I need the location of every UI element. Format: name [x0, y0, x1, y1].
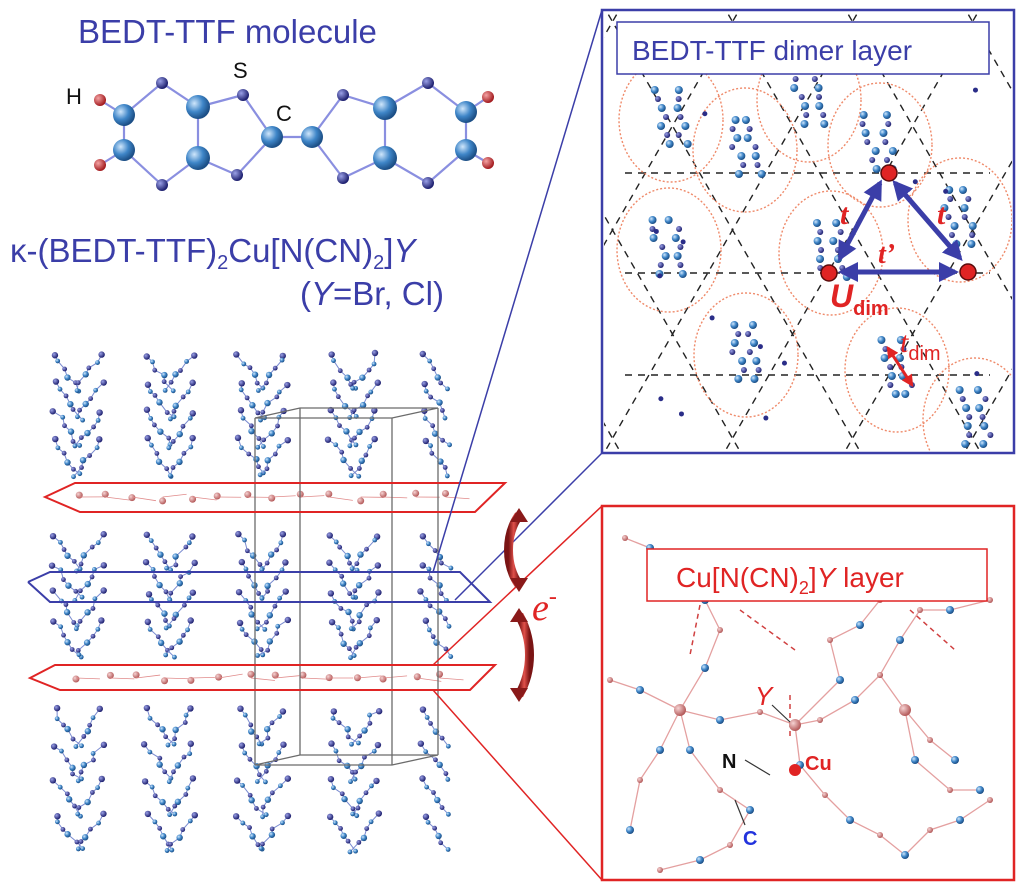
atom-label-h: H: [66, 84, 82, 109]
anion-panel-title: Cu[N(CN)2]Y layer: [676, 562, 904, 598]
compound-variants: (Y=Br, Cl): [300, 275, 444, 312]
leader-line-dimer-bottom: [454, 452, 603, 601]
label-cu: Cu: [805, 753, 832, 775]
anion-plane-lower: [27, 664, 498, 691]
electron-transfer-arrows: [504, 508, 534, 702]
compound-formula: κ-(BEDT-TTF)2Cu[N(CN)2]Y: [10, 232, 417, 274]
label-c: C: [743, 828, 757, 850]
electron-label: e-: [532, 584, 557, 629]
label-n: N: [722, 751, 736, 773]
cation-plane: [27, 571, 493, 603]
leader-line-anion-bottom: [432, 689, 603, 881]
label-t-left: t: [840, 198, 850, 231]
dimer-panel-title: BEDT-TTF dimer layer: [632, 35, 912, 66]
label-y: Y: [755, 681, 774, 711]
label-t-dim: tdim: [900, 326, 941, 365]
atom-label-s: S: [233, 58, 248, 83]
unit-cell: [254, 407, 439, 766]
anion-plane-upper: [42, 482, 508, 513]
bedt-ttf-molecule: [94, 77, 494, 191]
dimer-panel-title-box: [616, 21, 990, 75]
anion-panel-title-box: [646, 548, 988, 602]
label-t-prime: t’: [878, 239, 895, 270]
atom-label-c: C: [276, 101, 292, 126]
transfer-triangle: [820, 164, 977, 388]
molecule-title: BEDT-TTF molecule: [78, 13, 377, 50]
label-u-dim: Udim: [830, 278, 889, 320]
label-t-right: t: [937, 198, 947, 231]
dimer-layer-panel: [600, 8, 1016, 455]
leader-line-dimer-top: [432, 9, 603, 573]
